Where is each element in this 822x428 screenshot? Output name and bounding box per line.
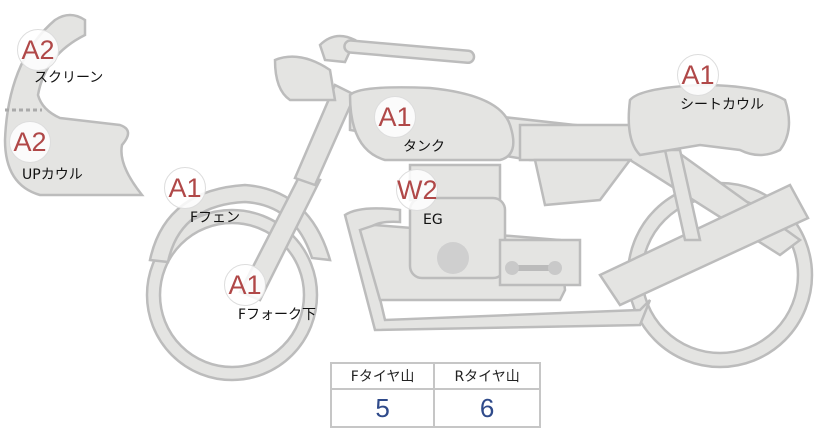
- front-tire-value: 5: [329, 388, 436, 428]
- engine-label: EG: [423, 212, 443, 228]
- front-fender-grade-badge[interactable]: A1: [164, 167, 206, 209]
- up-cowl-grade-badge[interactable]: A2: [9, 121, 51, 163]
- seat-cowl-grade-badge[interactable]: A1: [677, 54, 719, 96]
- screen-grade-badge[interactable]: A2: [17, 29, 59, 71]
- rear-tire-value: 6: [433, 388, 541, 428]
- tire-tread-table: Fタイヤ山 Rタイヤ山 5 6: [329, 362, 541, 428]
- seat-cowl-label: シートカウル: [680, 97, 764, 113]
- tank-label: タンク: [403, 139, 445, 155]
- front-tire-header: Fタイヤ山: [329, 362, 436, 390]
- rear-tire-header: Rタイヤ山: [433, 362, 541, 390]
- engine-grade-badge[interactable]: W2: [396, 169, 438, 211]
- front-fork-lower-grade-badge[interactable]: A1: [224, 264, 266, 306]
- screen-label: スクリーン: [34, 70, 104, 86]
- front-fender-label: Fフェン: [190, 210, 241, 226]
- up-cowl-label: UPカウル: [22, 167, 83, 183]
- tank-grade-badge[interactable]: A1: [374, 96, 416, 138]
- front-fork-lower-label: Fフォーク下: [238, 307, 317, 323]
